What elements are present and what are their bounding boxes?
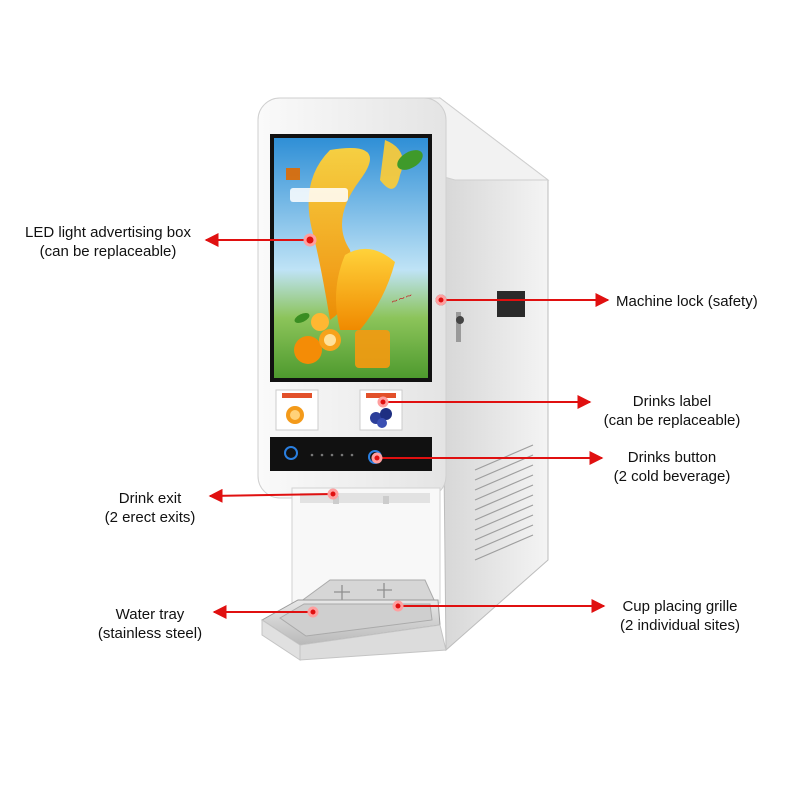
control-panel <box>270 437 432 471</box>
label-water-tray-line1: Water tray <box>115 606 185 623</box>
label-drink-exit-line1: Drink exit <box>118 490 182 507</box>
label-cup-grille: Cup placing grille (2 individual sites) <box>620 597 740 635</box>
blueberry-icon <box>370 408 392 428</box>
label-drinks-label: Drinks label (can be replaceable) <box>604 392 741 430</box>
arrow-drink-exit <box>208 488 334 503</box>
label-cup-grille-line2: (2 individual sites) <box>619 617 741 634</box>
label-drink-exit: Drink exit (2 erect exits) <box>105 489 196 527</box>
label-led-box-line2: (can be replaceable) <box>39 243 177 260</box>
orange-slices-icon <box>294 313 341 364</box>
indicator-dots <box>310 453 354 457</box>
label-led-box-line1: LED light advertising box <box>25 224 191 241</box>
label-cup-grille-line1: Cup placing grille <box>622 598 738 615</box>
label-drinks-label-line1: Drinks label <box>632 393 712 410</box>
vending-machine: ~~~ <box>257 96 550 661</box>
drink-button-left[interactable] <box>284 446 298 460</box>
label-led-box: LED light advertising box (can be replac… <box>25 223 191 261</box>
label-drinks-button-line2: (2 cold beverage) <box>613 468 731 485</box>
label-drink-exit-line2: (2 erect exits) <box>104 509 196 526</box>
drinks-label-right <box>359 389 403 431</box>
label-drinks-button-line1: Drinks button <box>627 449 717 466</box>
callout-arrows <box>204 233 610 619</box>
label-drinks-label-line2: (can be replaceable) <box>603 412 741 429</box>
label-water-tray-line2: (stainless steel) <box>97 625 203 642</box>
drink-exit-nozzle <box>333 496 339 504</box>
side-slot <box>497 291 525 317</box>
side-panel <box>439 96 549 652</box>
drinks-label-left <box>275 389 319 431</box>
label-machine-lock-line1: Machine lock (safety) <box>616 293 758 310</box>
label-drinks-button: Drinks button (2 cold beverage) <box>614 448 731 486</box>
label-machine-lock: Machine lock (safety) <box>616 292 758 311</box>
label-water-tray: Water tray (stainless steel) <box>98 605 202 643</box>
